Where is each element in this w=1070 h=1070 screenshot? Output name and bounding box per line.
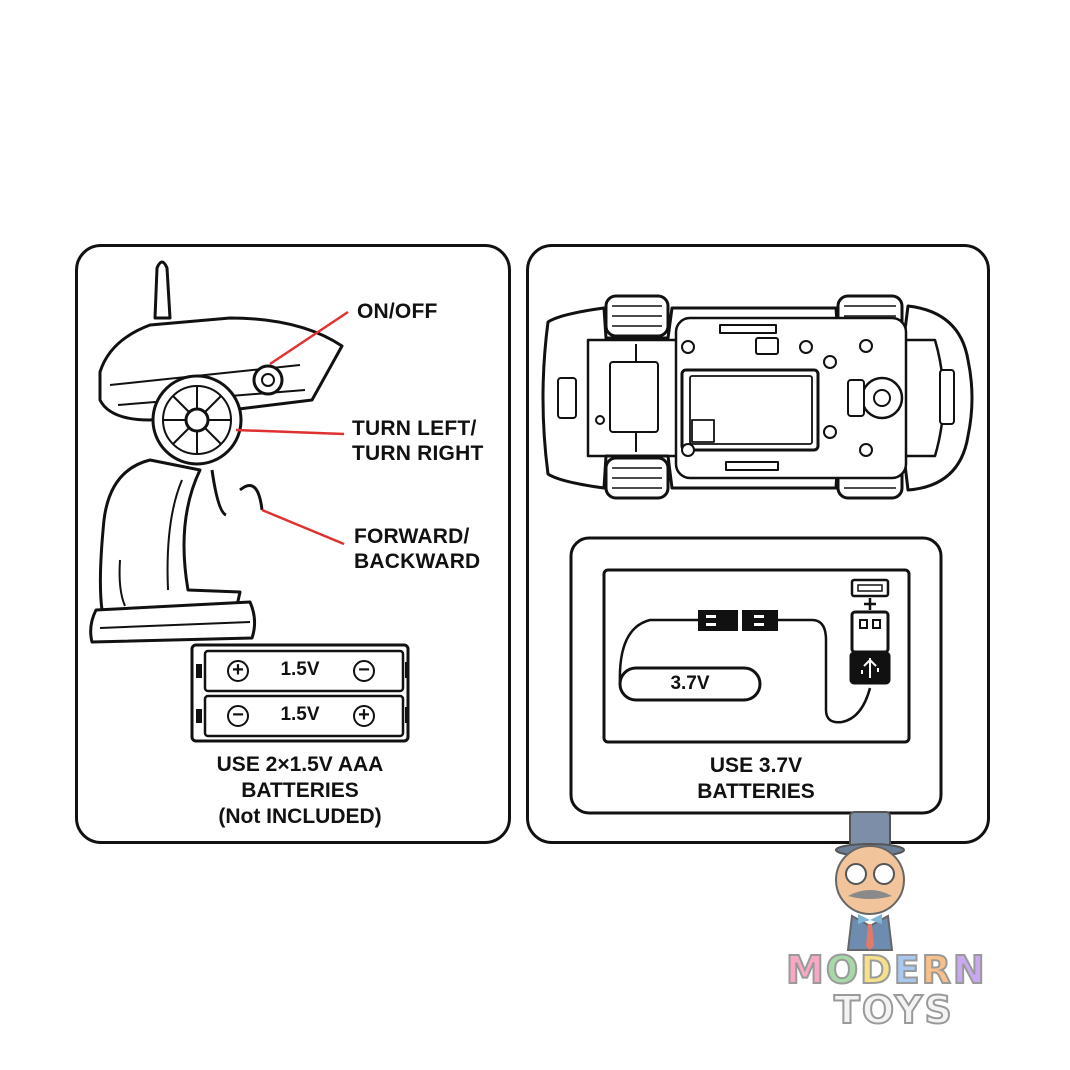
antenna — [153, 260, 172, 320]
battery-compartment — [680, 368, 820, 452]
remote-handle — [98, 458, 242, 612]
logo-letter: E — [893, 947, 922, 993]
logo-letter: O — [825, 947, 861, 993]
usb-port-icon — [850, 578, 890, 610]
logo-letter: N — [952, 947, 987, 993]
jst-connector — [698, 610, 778, 631]
trigger — [210, 469, 264, 517]
remote-controller — [89, 260, 344, 644]
steering-label: TURN LEFT/ TURN RIGHT — [352, 417, 484, 465]
minus-sign: − — [227, 705, 249, 727]
logo-letter: R — [921, 947, 953, 993]
battery-top — [203, 649, 405, 693]
charging-box — [569, 536, 943, 815]
throttle-label: FORWARD/ BACKWARD — [354, 525, 481, 573]
on-off-label: ON/OFF — [357, 300, 438, 323]
usb-plug-icon — [849, 610, 891, 685]
battery-pack-voltage: 3.7V — [670, 673, 710, 694]
minus-sign: − — [353, 660, 375, 682]
logo-letter: D — [859, 947, 894, 993]
car-battery-note: USE 3.7V BATTERIES — [697, 754, 815, 803]
charging-screen — [602, 568, 911, 744]
logo-word-modern: MODERN — [785, 947, 987, 993]
car-chassis — [541, 294, 974, 500]
charging-diagram — [569, 536, 943, 815]
battery-bottom — [203, 694, 405, 738]
remote-battery-note: USE 2×1.5V AAA BATTERIES (Not INCLUDED) — [216, 753, 384, 828]
mascot-logo-figure — [835, 811, 905, 951]
plus-sign: + — [227, 660, 249, 682]
battery-bottom-voltage: 1.5V — [280, 704, 320, 725]
leader-lines — [235, 310, 349, 546]
plus-sign: + — [353, 705, 375, 727]
logo-letter: M — [785, 947, 826, 993]
battery-top-voltage: 1.5V — [280, 659, 320, 680]
logo-word-toys: TOYS — [833, 987, 954, 1033]
remote-base — [89, 600, 257, 644]
